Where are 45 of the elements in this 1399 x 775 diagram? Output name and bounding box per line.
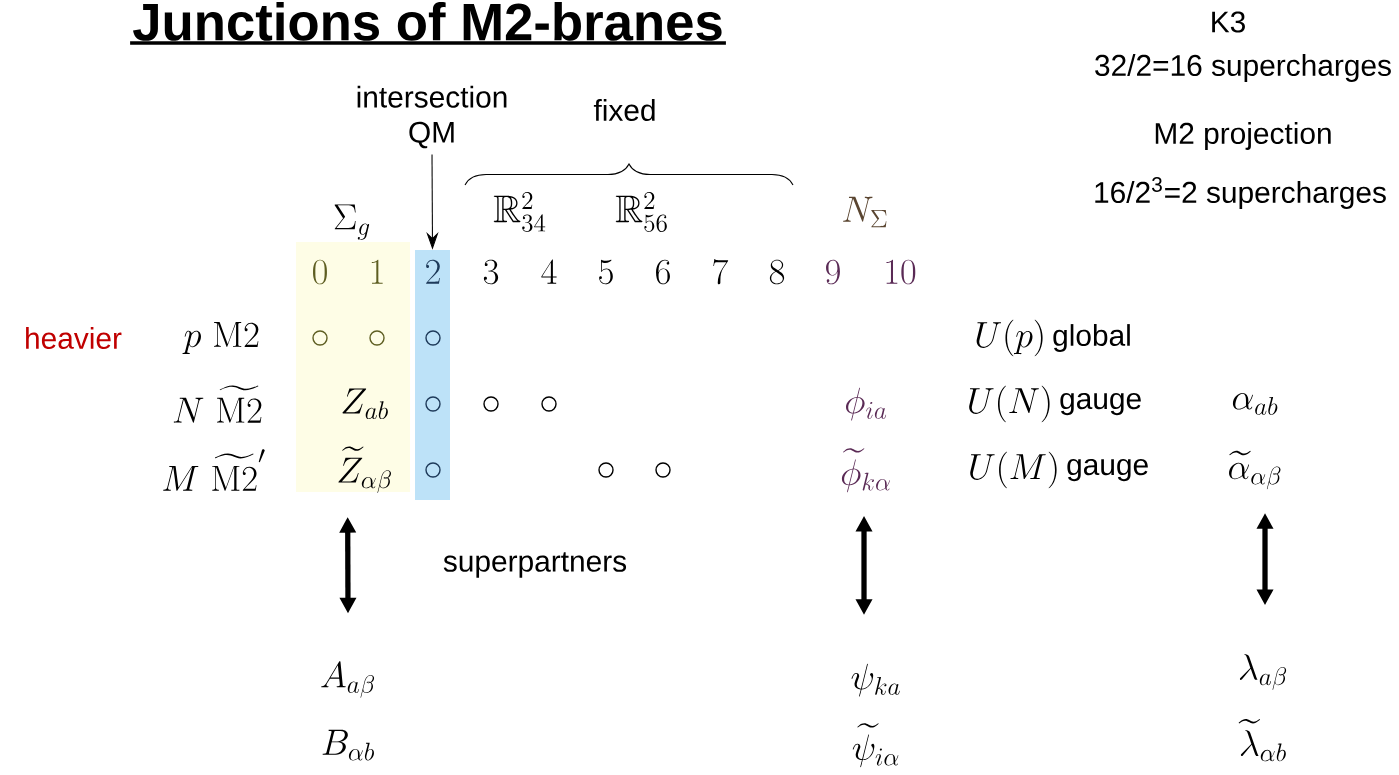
math-label: $\Sigma_g$ xyxy=(334,204,370,240)
symbol: $\widetilde{Z}_{\alpha\beta}$ xyxy=(338,446,391,493)
math-label: $8$ xyxy=(769,259,785,285)
math-label: $4$ xyxy=(541,259,557,284)
symbol: $\widetilde{\phi}_{k\alpha}$ xyxy=(841,448,890,493)
math-label: $3$ xyxy=(483,259,499,285)
text-label: gauge xyxy=(1060,392,1141,416)
title: Junctions of M2-branes xyxy=(133,2,722,41)
column-number: $1$ xyxy=(371,259,383,284)
symbol: $\widetilde{\lambda}_{\alpha b}$ xyxy=(1238,719,1286,762)
math-label: $\mathbb{R}^2_{34}$ xyxy=(493,192,546,232)
math-label: $10$ xyxy=(886,259,916,285)
math-label: $N\ \widetilde{\mathrm{M2}}$ xyxy=(173,385,262,423)
column-number: $0$ xyxy=(313,259,327,285)
symbol: $\psi_{ka}$ xyxy=(851,663,900,697)
symbol: $\widetilde{\alpha}_{\alpha\beta}$ xyxy=(1229,450,1281,490)
math-label: $U(M)$ xyxy=(970,451,1057,489)
symbol: $A_{a\beta}$ xyxy=(321,661,375,698)
text-label: gauge xyxy=(1067,458,1148,482)
text-label: superpartners xyxy=(443,552,627,578)
symbol: $\alpha_{ab}$ xyxy=(1232,393,1278,415)
math-label: $9$ xyxy=(826,259,840,285)
symbol: $\phi_{ia}$ xyxy=(846,387,887,421)
math-label: $7$ xyxy=(713,259,729,285)
math-label: $U(p)$ xyxy=(976,319,1043,357)
symbol: $\widetilde{\psi}_{i\alpha}$ xyxy=(852,723,899,768)
math-label: $M\ \widetilde{\mathrm{M2}}'$ xyxy=(163,449,265,491)
math-label: $N_\Sigma$ xyxy=(843,196,887,228)
math-label: $p\ \mathrm{M2}$ xyxy=(182,322,259,354)
symbol: $B_{\alpha b}$ xyxy=(322,729,374,761)
text-label: fixed xyxy=(593,99,655,121)
caption: intersection QM xyxy=(357,85,507,149)
text-label: M2 projection xyxy=(1155,122,1331,150)
text-label: 32/2=16 supercharges xyxy=(1095,54,1391,82)
text-label: 16/2$^{3}$=2 supercharges xyxy=(1095,177,1386,209)
math-label: $U(N)$ xyxy=(969,385,1050,423)
symbol: $Z_{ab}$ xyxy=(342,388,388,420)
symbol: $\lambda_{a\beta}$ xyxy=(1239,654,1287,690)
text-label: K3 xyxy=(1212,11,1245,33)
text-label: global xyxy=(1053,324,1130,352)
math-label: $5$ xyxy=(599,259,613,285)
math-label: $6$ xyxy=(656,259,670,285)
math-label: $\mathbb{R}^2_{56}$ xyxy=(615,192,667,232)
text-label: heavier xyxy=(26,327,122,349)
column-number: $2$ xyxy=(426,259,440,284)
